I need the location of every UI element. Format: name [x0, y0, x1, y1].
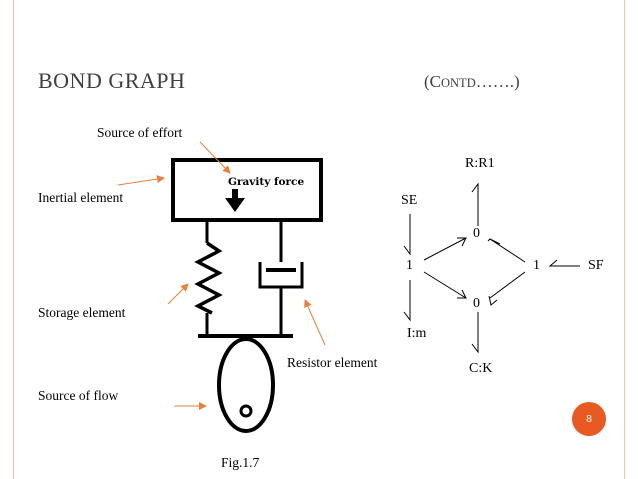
subtitle-small-caps: ONTD	[441, 76, 476, 90]
left-border-line	[13, 0, 14, 479]
bond-node-r: R:R1	[465, 156, 495, 171]
arrow-inertial-element	[117, 175, 165, 186]
bond-node-i: I:m	[407, 326, 427, 341]
bond-graph-lines	[403, 182, 580, 354]
slide-subtitle: (CONTD…….)	[424, 72, 520, 92]
bond-node-sf: SF	[588, 258, 604, 273]
label-source-of-effort: Source of effort	[97, 125, 183, 140]
label-source-of-flow: Source of flow	[38, 388, 119, 403]
gravity-force-label: Gravity force	[228, 176, 305, 188]
arrow-storage-element	[167, 283, 189, 305]
arrow-resistor-element	[304, 299, 326, 346]
figure-caption: Fig.1.7	[221, 455, 260, 470]
bond-node-c: C:K	[469, 361, 493, 376]
label-inertial-element: Inertial element	[38, 190, 124, 205]
bond-node-zero-top: 0	[473, 226, 480, 241]
bond-node-one-right: 1	[533, 258, 540, 273]
mass-block	[171, 158, 323, 222]
gravity-down-arrow-icon	[225, 189, 245, 212]
subtitle-open: (C	[424, 72, 441, 91]
right-border-line	[624, 0, 625, 479]
spring-coil	[194, 241, 223, 315]
wheel-hub	[239, 404, 253, 418]
bond-node-one-left: 1	[406, 258, 413, 273]
bond-node-se: SE	[401, 193, 418, 208]
label-resistor-element: Resistor element	[287, 355, 378, 370]
damper-cylinder	[258, 262, 304, 289]
label-storage-element: Storage element	[38, 305, 126, 320]
arrow-source-of-effort	[199, 141, 231, 174]
slide-title: BOND GRAPH	[38, 68, 186, 93]
bond-node-zero-bottom: 0	[473, 296, 480, 311]
subtitle-close: …….)	[475, 72, 520, 91]
page-number-badge: 8	[572, 402, 606, 436]
wheel	[217, 337, 275, 433]
